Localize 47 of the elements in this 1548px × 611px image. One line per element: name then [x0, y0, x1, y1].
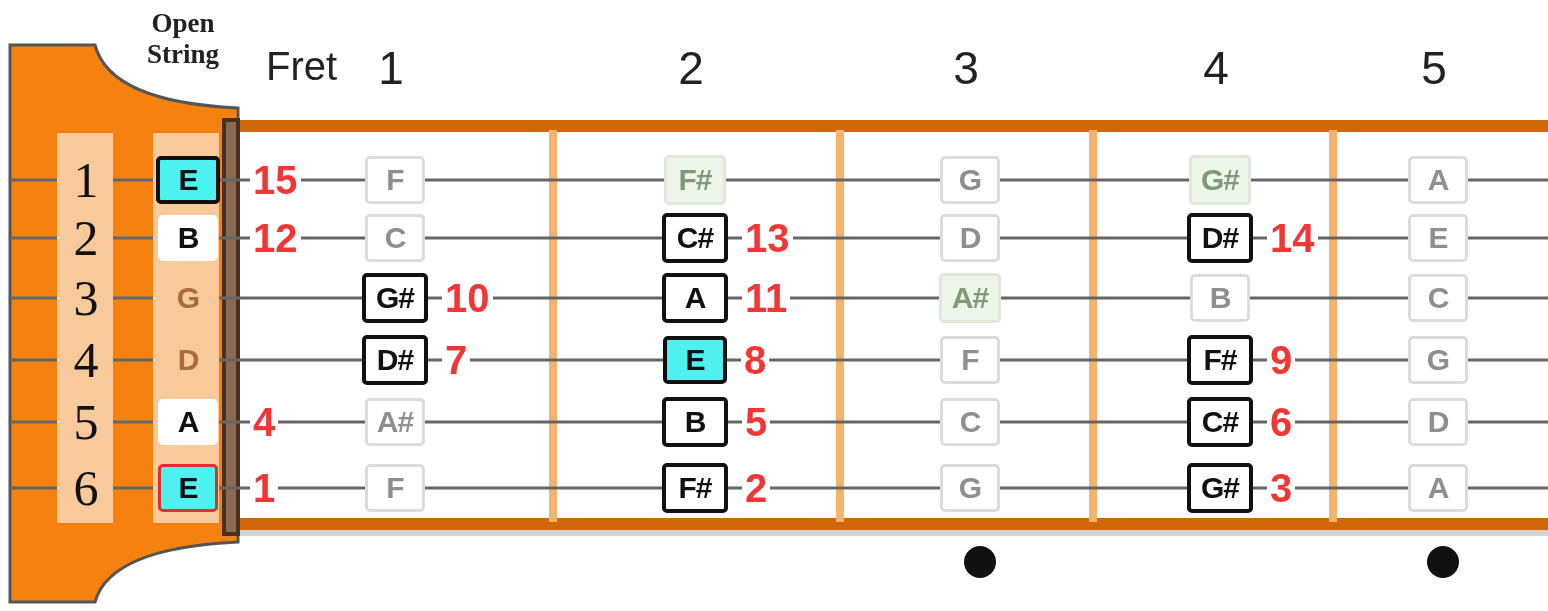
note-box: F#	[664, 155, 726, 205]
note-box: C	[365, 214, 425, 262]
note-box: B	[158, 215, 218, 261]
note-box: F	[940, 336, 1000, 384]
note-box: B	[1190, 274, 1250, 322]
note-box: A#	[939, 273, 1001, 323]
fret-number: 5	[1421, 45, 1447, 91]
note-box: E	[663, 336, 727, 384]
note-box: F#	[1187, 335, 1253, 385]
note-box: D	[940, 214, 1000, 262]
string-number: 2	[73, 213, 99, 263]
fret-number: 1	[378, 45, 404, 91]
note-box: D#	[1187, 213, 1253, 263]
string-number: 1	[73, 155, 99, 205]
note-box: E	[156, 156, 220, 204]
note-box: G	[940, 156, 1000, 204]
header-label: Fret	[266, 46, 338, 86]
string-number: 6	[73, 463, 99, 513]
note-box: G#	[1187, 463, 1253, 513]
note-box: B	[662, 397, 728, 447]
note-box: F	[365, 156, 425, 204]
note-box: C#	[1187, 397, 1253, 447]
note-box: G#	[362, 273, 428, 323]
note-box: A	[662, 273, 728, 323]
note-box: A	[158, 399, 218, 445]
header-label: Open String	[146, 8, 220, 71]
note-box: G	[1408, 336, 1468, 384]
note-box: A#	[365, 398, 425, 446]
note-box: E	[158, 464, 218, 512]
note-box: C	[1408, 274, 1468, 322]
note-box: A	[1408, 156, 1468, 204]
note-box: D#	[362, 335, 428, 385]
note-box: F	[365, 464, 425, 512]
fret-number: 2	[678, 45, 704, 91]
note-box: G	[940, 464, 1000, 512]
string-number: 3	[73, 273, 99, 323]
fret-number: 3	[953, 45, 979, 91]
note-box: D	[1408, 398, 1468, 446]
string-number: 5	[73, 397, 99, 447]
fret-number: 4	[1203, 45, 1229, 91]
string-number: 4	[73, 335, 99, 385]
note-box: A	[1408, 464, 1468, 512]
note-box: C#	[662, 213, 728, 263]
note-box: G#	[1189, 155, 1251, 205]
note-box: C	[940, 398, 1000, 446]
note-box: E	[1408, 214, 1468, 262]
note-box: F#	[662, 463, 728, 513]
